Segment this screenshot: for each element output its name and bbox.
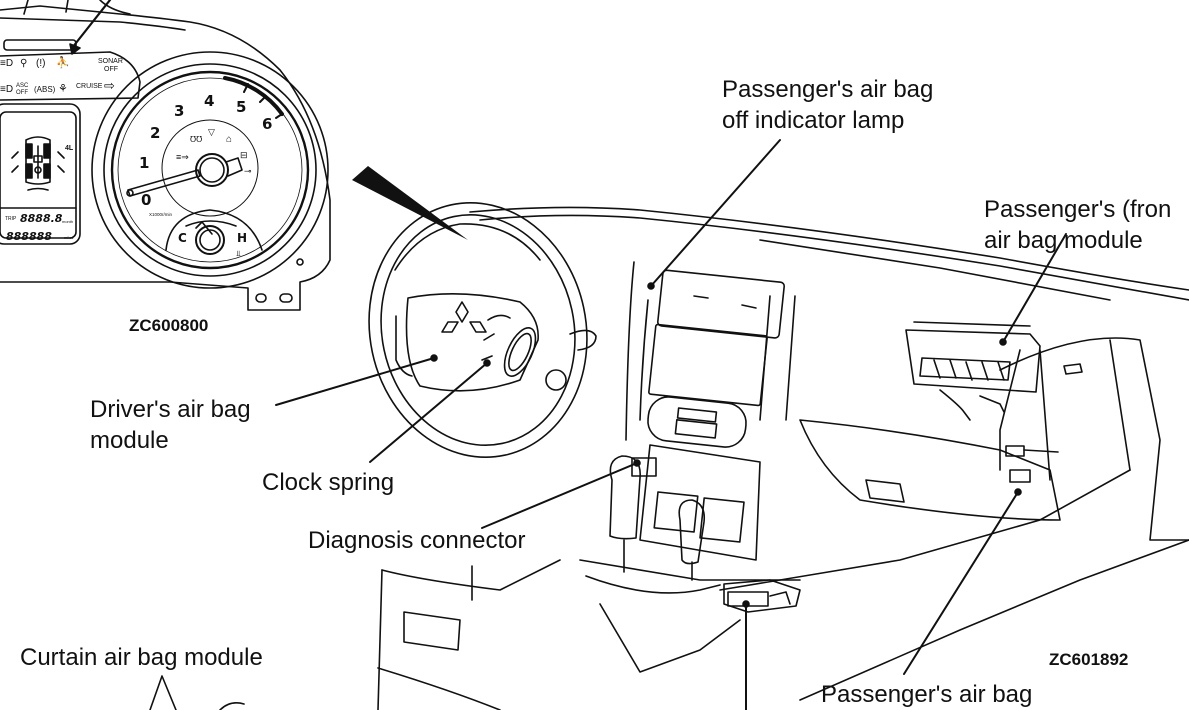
leader-diagnosis-connector: [481, 462, 638, 529]
oil-pressure-icon: ⊸: [244, 166, 252, 176]
leader-off-indicator-lamp: [650, 139, 781, 287]
zoom-wedge: [352, 166, 468, 240]
label-driver-module-line1: Driver's air bag: [90, 396, 251, 423]
temp-hot-label: H: [237, 231, 247, 245]
high-beam-icon: ≡D: [0, 84, 13, 95]
four-wheel-drive-icon: [11, 136, 65, 191]
dashboard-illustration: [149, 201, 1189, 710]
asc-label: ASC: [16, 83, 29, 89]
sonar-off-label: OFF: [104, 66, 118, 73]
odometer-value: 888888: [6, 230, 52, 243]
light-icon: ≡⇒: [176, 152, 189, 162]
label-curtain-module: Curtain air bag module: [20, 644, 263, 671]
tach-number-3: 3: [174, 102, 184, 120]
leader-passenger-bottom: [903, 491, 1019, 675]
engine-check-icon: ⌂: [226, 134, 232, 145]
leader-passenger-front-module: [1002, 233, 1067, 343]
airbag-warning-icon: ⛹: [56, 55, 70, 69]
glow-plug-icon: ℧℧: [190, 135, 202, 144]
asc-off-label: OFF: [16, 90, 28, 96]
lamp-leader-line: [70, 0, 112, 50]
label-passenger-front-module-line1: Passenger's (fron: [984, 196, 1172, 223]
trip-value: 8888.8: [20, 212, 63, 225]
label-clock-spring: Clock spring: [262, 469, 395, 496]
tach-number-2: 2: [150, 124, 160, 142]
tach-number-4: 4: [204, 92, 214, 110]
vehicle-figure-code: ZC601892: [1049, 650, 1129, 669]
instrument-cluster: [0, 0, 331, 311]
abs-icon: (ABS): [34, 85, 56, 94]
cluster-texts: SONAR OFF ASC OFF CRUISE 4L TRIP 8888.8 …: [0, 55, 272, 258]
passenger-airbag-module: [905, 321, 1041, 421]
tach-number-5: 5: [236, 98, 246, 116]
tach-number-0: 0: [141, 191, 151, 209]
trip-label: TRIP: [5, 216, 17, 222]
tach-unit-label: X1000r/min: [149, 212, 173, 217]
sonar-label: SONAR: [98, 58, 123, 65]
label-passenger-bottom: Passenger's air bag: [821, 681, 1033, 708]
odometer-unit: miles: [64, 235, 73, 240]
leader-driver-module: [275, 357, 435, 406]
label-passenger-off-lamp-line1: Passenger's air bag: [722, 76, 934, 103]
headlamp-icon: ≡D: [0, 58, 13, 69]
label-passenger-front-module-line2: air bag module: [984, 227, 1143, 254]
drive-mode-label: 4L: [65, 145, 74, 152]
leader-clock-spring: [369, 362, 488, 463]
label-passenger-off-lamp-line2: off indicator lamp: [722, 107, 905, 134]
wiper-icon: ▽: [208, 127, 215, 137]
turn-arrow-icon: ⇨: [104, 78, 115, 93]
mitsubishi-logo-icon: [441, 301, 487, 333]
tach-number-1: 1: [139, 154, 149, 172]
tach-number-6: 6: [262, 115, 272, 133]
temp-cold-label: C: [178, 231, 187, 245]
label-driver-module-line2: module: [90, 427, 169, 454]
cluster-figure-code: ZC600800: [129, 316, 209, 335]
coolant-temp-icon: ⫫: [235, 249, 241, 258]
battery-icon: ⊟: [240, 150, 248, 160]
label-diagnosis-connector: Diagnosis connector: [308, 527, 526, 554]
seatbelt-icon: ⚘: [58, 83, 68, 95]
cruise-label: CRUISE: [76, 83, 103, 90]
brake-warning-icon: (!): [36, 58, 45, 69]
srs-ecu-unit: [723, 579, 801, 613]
trip-unit: month: [62, 219, 73, 224]
slip-icon: ⚲: [20, 58, 27, 69]
